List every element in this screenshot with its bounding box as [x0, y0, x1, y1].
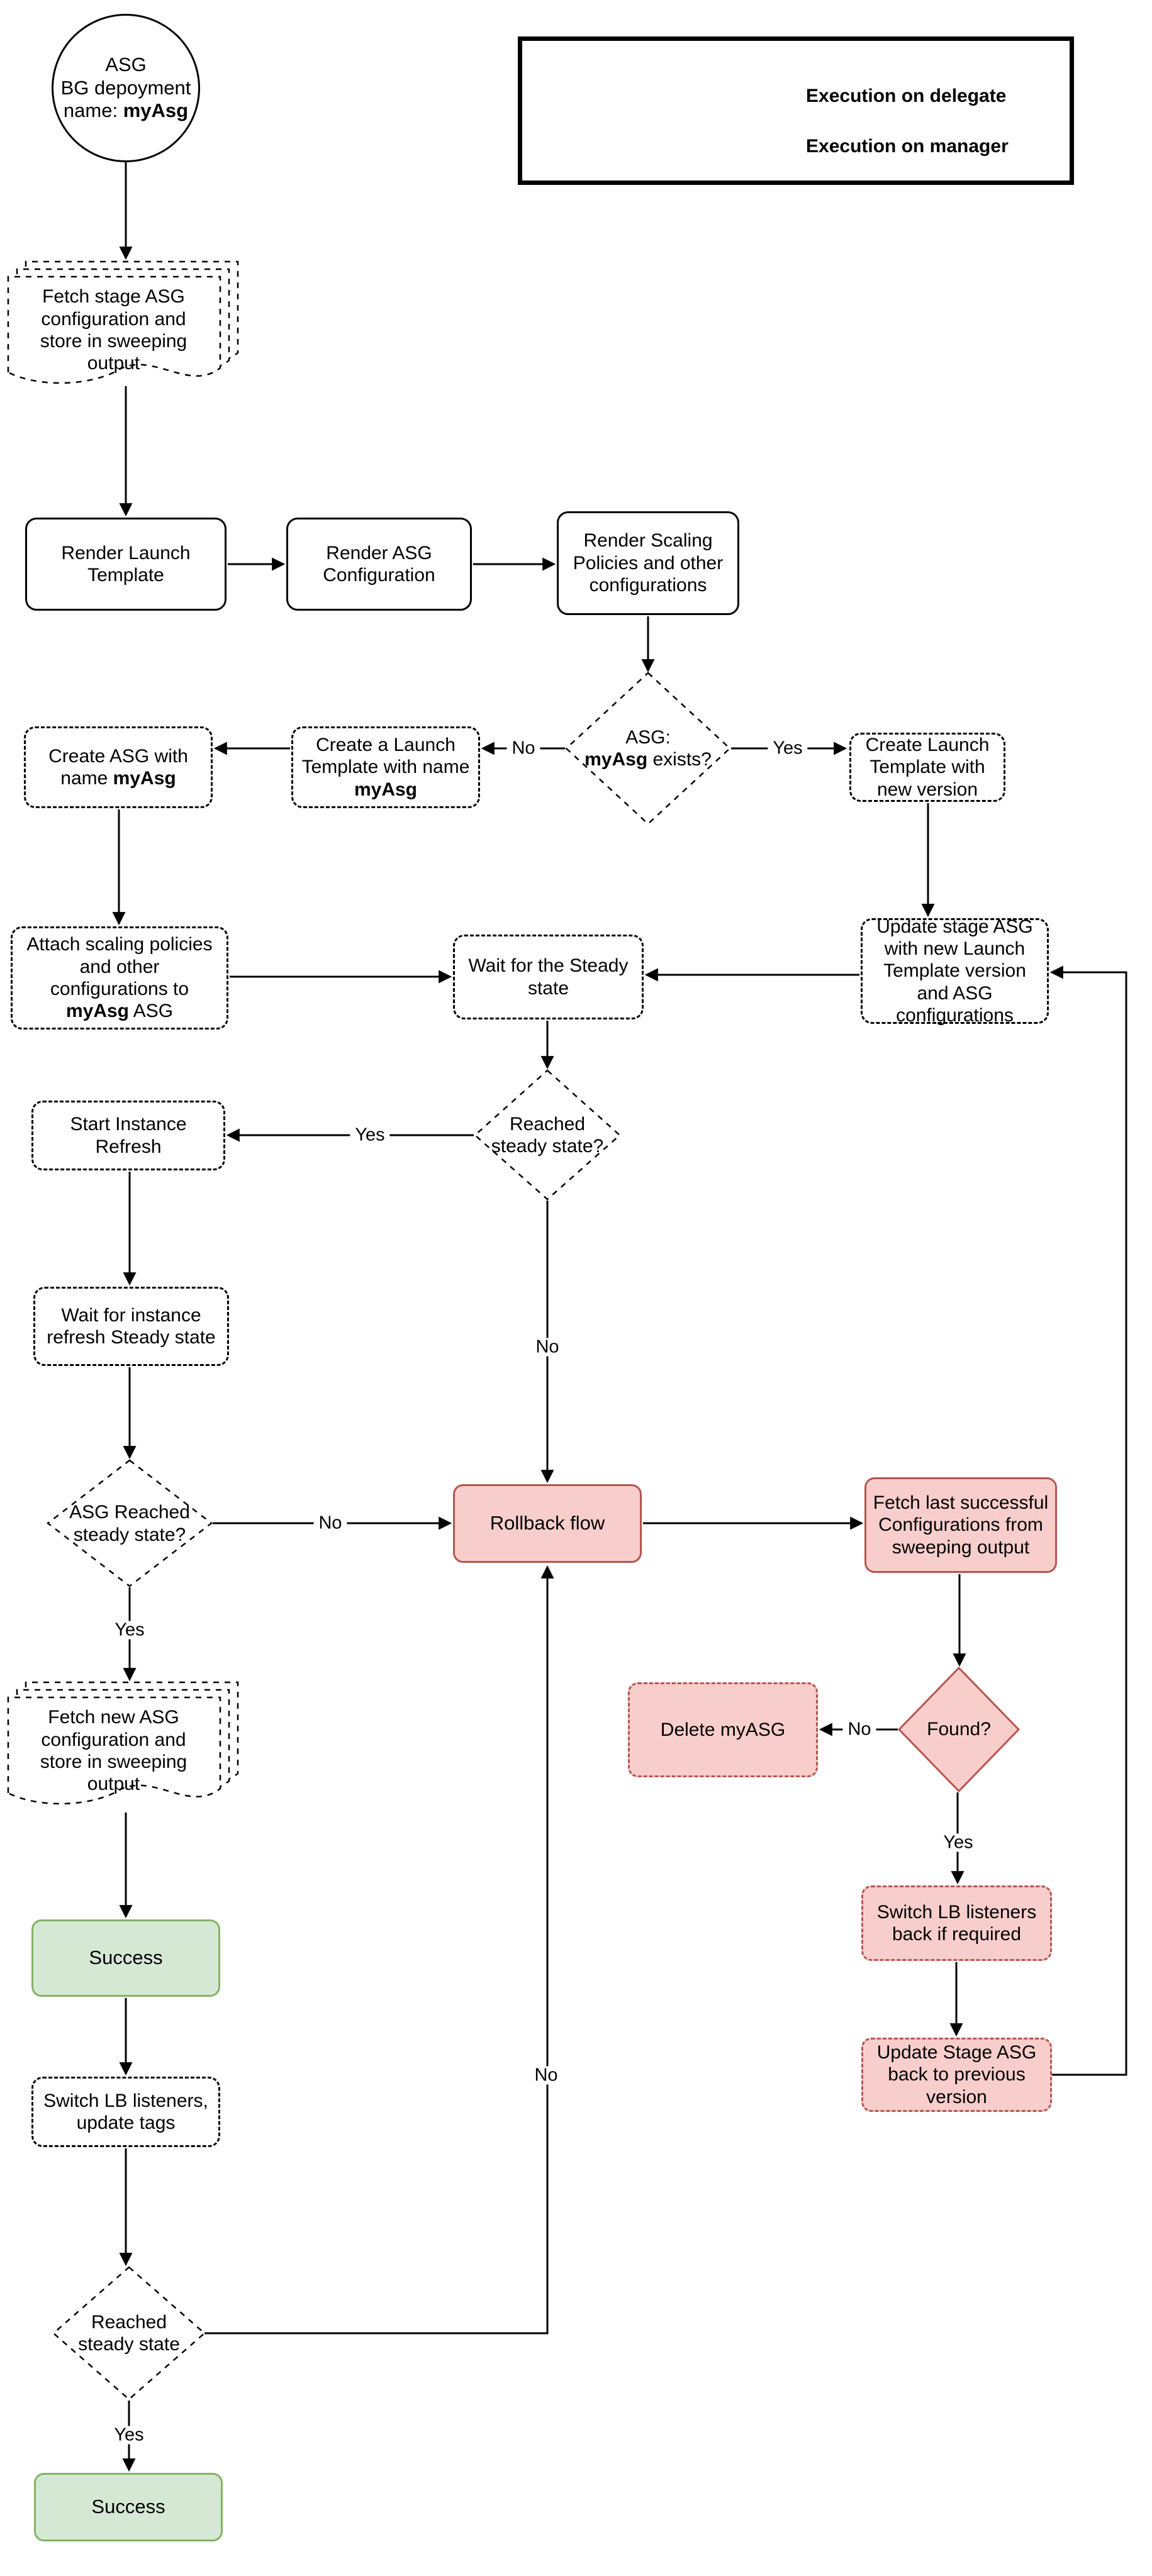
- fetch-new-config-node: Fetch new ASG configuration and store in…: [40, 1707, 187, 1795]
- reached-steady-bottom-decision-text: Reached steady state: [78, 2311, 180, 2355]
- edge-label-no-bottom: No: [529, 2066, 563, 2085]
- found-decision-text: Found?: [927, 1719, 991, 1740]
- delete-myasg-node: Delete myASG: [628, 1682, 818, 1777]
- update-stage-back-node: Update Stage ASG back to previous versio…: [861, 2038, 1052, 2112]
- edge-label-yes-bottom: Yes: [109, 2426, 149, 2445]
- fetch-last-successful-node: Fetch last successful Configurations fro…: [864, 1477, 1057, 1573]
- edge-label-yes-found: Yes: [938, 1833, 978, 1852]
- attach-scaling-policies-node: Attach scaling policies and other config…: [11, 926, 228, 1030]
- reached-steady-decision-text: Reached steady state?: [491, 1113, 604, 1157]
- update-stage-asg-node: Update stage ASG with new Launch Templat…: [861, 916, 1049, 1026]
- render-asg-configuration-node: Render ASG Configuration: [286, 518, 472, 611]
- legend-label-manager: Execution on manager: [806, 136, 1009, 157]
- create-launch-template-new-version-node: Create Launch Template with new version: [849, 733, 1005, 802]
- success-node: Success: [31, 1919, 220, 1997]
- asg-reached-decision-text: ASG Reached steady state?: [69, 1502, 190, 1545]
- edge-label-no-exists: No: [506, 739, 540, 758]
- edge-label-yes-asg-reached: Yes: [109, 1621, 150, 1640]
- decision-reached-steady-bottom: [52, 2266, 206, 2401]
- wait-instance-refresh-node: Wait for instance refresh Steady state: [33, 1287, 229, 1366]
- create-asg-node: Create ASG with name myAsg: [24, 726, 213, 808]
- document-shape-fetch-stage: [7, 260, 239, 384]
- edge-label-no-reached: No: [530, 1338, 564, 1357]
- edge-label-no-found: No: [842, 1720, 876, 1739]
- edge-label-no-asg-reached: No: [313, 1514, 347, 1533]
- document-shape-fetch-new: [7, 1681, 239, 1805]
- legend-label-delegate: Execution on delegate: [806, 86, 1007, 106]
- edge-bottom-no-loop: [204, 1565, 554, 2334]
- render-scaling-policies-node: Render Scaling Policies and other config…: [557, 511, 739, 615]
- switch-lb-back-node: Switch LB listeners back if required: [861, 1885, 1052, 1961]
- decision-reached-steady: [474, 1069, 621, 1201]
- edge-label-yes-exists: Yes: [768, 739, 808, 758]
- wait-steady-state-node: Wait for the Steady state: [453, 935, 644, 1019]
- start-node: ASG BG depoyment name: myAsg: [52, 14, 200, 162]
- rollback-flow-node: Rollback flow: [453, 1484, 642, 1563]
- start-instance-refresh-node: Start Instance Refresh: [31, 1101, 225, 1170]
- create-launch-template-named-node: Create a Launch Template with name myAsg: [291, 726, 480, 808]
- start-line3: name: myAsg: [63, 99, 189, 122]
- switch-lb-listeners-tags-node: Switch LB listeners, update tags: [31, 2077, 220, 2147]
- fetch-stage-config-node: Fetch stage ASG configuration and store …: [40, 286, 187, 374]
- decision-asg-reached-steady: [46, 1459, 213, 1587]
- success-final-node: Success: [34, 2473, 223, 2541]
- edge-label-yes-reached: Yes: [350, 1126, 390, 1145]
- edges: [112, 162, 1127, 2472]
- start-line2: BG depoyment: [60, 76, 191, 99]
- decision-asg-exists: [565, 672, 731, 825]
- render-launch-template-node: Render Launch Template: [25, 518, 226, 611]
- legend-box: Execution on delegate Execution on manag…: [518, 36, 1074, 185]
- asg-exists-decision-text: ASG: myAsg exists?: [584, 726, 712, 770]
- edge-update-back-loop: [1049, 965, 1127, 2076]
- start-line1: ASG: [105, 53, 147, 76]
- decision-found: [898, 1667, 1020, 1792]
